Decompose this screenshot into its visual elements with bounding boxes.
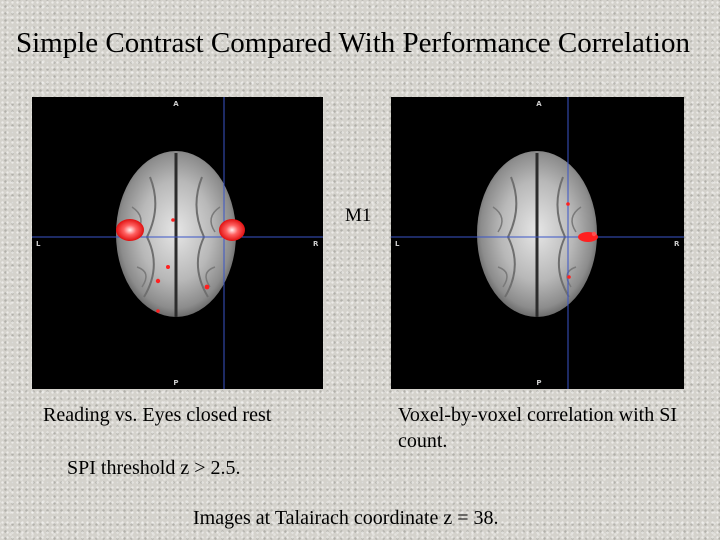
orientation-right: R [674, 240, 680, 248]
brain-slice [477, 151, 597, 317]
caption-left: Reading vs. Eyes closed rest [43, 404, 272, 426]
threshold-note: SPI threshold z > 2.5. [67, 457, 241, 479]
orientation-left: L [36, 240, 41, 248]
orientation-posterior: P [536, 379, 541, 387]
slide-title: Simple Contrast Compared With Performanc… [15, 27, 690, 59]
activation-clusters [116, 218, 245, 313]
coordinate-footnote: Images at Talairach coordinate z = 38. [193, 507, 499, 529]
crosshair [391, 97, 684, 389]
activation-spot [166, 265, 170, 269]
activation-spot [566, 202, 570, 206]
caption-right: Voxel-by-voxel correlation with SI count… [398, 404, 678, 452]
region-label-m1: M1 [345, 205, 372, 226]
brain-scan-correlation: A P L R [391, 97, 684, 389]
orientation-anterior: A [536, 100, 542, 108]
brain-scan-reading-vs-rest: A P L R [32, 97, 323, 389]
orientation-left: L [395, 240, 400, 248]
activation-spot [204, 284, 210, 290]
activation-spot [155, 278, 161, 284]
activation-cluster-left-m1 [116, 219, 144, 241]
activation-spot [156, 309, 160, 313]
orientation-posterior: P [173, 379, 178, 387]
orientation-right: R [313, 240, 319, 248]
activation-spot [171, 218, 175, 222]
activation-clusters [566, 202, 598, 279]
activation-cluster-right-m1 [219, 219, 245, 241]
activation-spot [567, 275, 571, 279]
activation-spot [591, 231, 597, 237]
crosshair [32, 97, 323, 389]
orientation-anterior: A [173, 100, 179, 108]
